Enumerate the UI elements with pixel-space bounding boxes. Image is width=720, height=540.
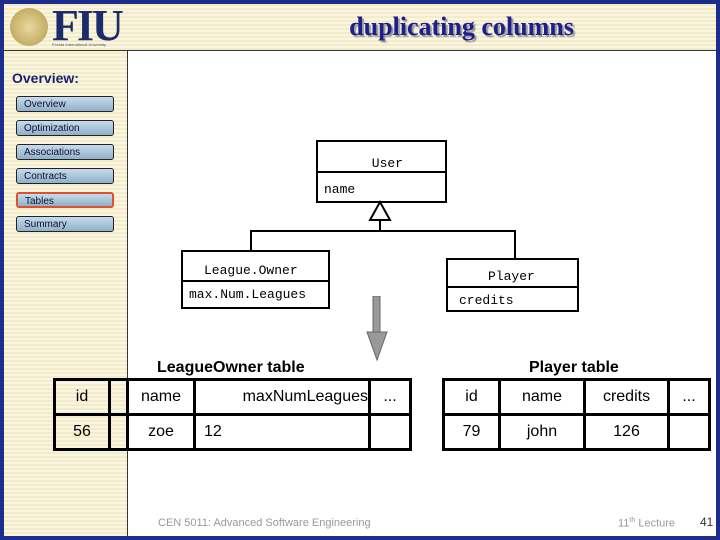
header-cell: credits: [583, 378, 670, 416]
header-cell: [108, 378, 129, 416]
class-name: League.Owner: [183, 252, 328, 282]
header-cell: id: [53, 378, 111, 416]
nav-contracts[interactable]: Contracts: [16, 168, 114, 184]
slide-title: duplicating columns: [349, 12, 574, 41]
header-cell: ...: [667, 378, 711, 416]
cell: [667, 413, 711, 451]
nav-optimization[interactable]: Optimization: [16, 120, 114, 136]
header-cell: name: [498, 378, 586, 416]
footer-lecture: 11th Lecture: [618, 517, 675, 530]
nav-associations[interactable]: Associations: [16, 144, 114, 160]
down-arrow-icon: [366, 296, 388, 362]
header-cell: maxNumLeagues: [193, 378, 371, 416]
league-table-title: LeagueOwner table: [157, 359, 305, 376]
uml-class-league-owner: League.Owner max.Num.Leagues: [181, 250, 330, 309]
lecture-word: Lecture: [638, 517, 676, 530]
nav-tables[interactable]: Tables: [16, 192, 114, 208]
seal-icon: [10, 8, 48, 46]
cell: 12: [193, 413, 371, 451]
class-attrs: max.Num.Leagues: [189, 287, 307, 302]
class-attrs: name: [324, 182, 356, 197]
class-name: Player: [448, 260, 577, 288]
logo-text: FIU: [52, 1, 124, 50]
lecture-suffix: th: [629, 517, 636, 524]
cell: john: [498, 413, 586, 451]
header: duplicating columns: [127, 4, 716, 51]
cell: 79: [442, 413, 501, 451]
cell: zoe: [126, 413, 196, 451]
cell: 56: [53, 413, 111, 451]
cell: [368, 413, 412, 451]
cell: 126: [583, 413, 670, 451]
lecture-number: 11: [618, 517, 630, 530]
connector: [250, 230, 252, 250]
uml-class-player: Player credits: [446, 258, 579, 312]
header-cell: id: [442, 378, 501, 416]
nav-overview[interactable]: Overview: [16, 96, 114, 112]
header-cell: name: [126, 378, 196, 416]
connector: [514, 230, 516, 258]
uml-class-user: User name: [316, 140, 447, 203]
nav-summary[interactable]: Summary: [16, 216, 114, 232]
page-number: 41: [700, 515, 714, 529]
logo-subtitle: Florida International University: [52, 42, 107, 47]
cell: [108, 413, 129, 451]
player-table-title: Player table: [529, 359, 619, 376]
inheritance-triangle-icon: [368, 200, 392, 221]
class-name: User: [318, 142, 445, 173]
connector: [379, 220, 381, 232]
connector: [250, 230, 516, 232]
sidebar-heading: Overview:: [12, 70, 79, 86]
footer-course: CEN 5011: Advanced Software Engineering: [158, 517, 371, 529]
header-cell: ...: [368, 378, 412, 416]
class-attrs: credits: [459, 293, 514, 308]
